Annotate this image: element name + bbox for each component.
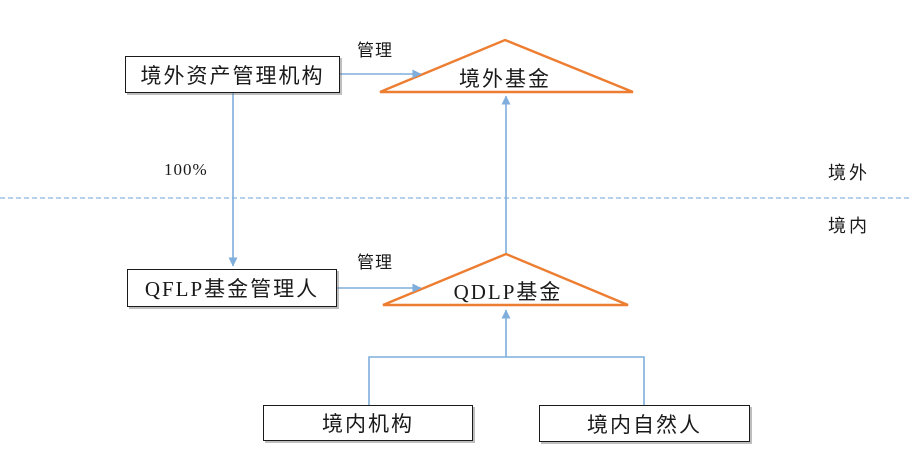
- manage-label-offshore: 管理: [357, 41, 393, 60]
- qdlp-fund-triangle: [382, 252, 629, 307]
- offshore-asset-manager-box: 境外资产管理机构: [125, 56, 340, 93]
- domestic-investors-connector: [368, 356, 645, 405]
- qdlp-fund-label: QDLP基金: [453, 280, 563, 304]
- offshore-fund-triangle: [379, 38, 634, 94]
- domestic-institution-box: 境内机构: [263, 405, 473, 441]
- offshore-region-label: 境外: [828, 163, 870, 183]
- manage-label-qdlp: 管理: [357, 253, 393, 272]
- onshore-region-label: 境内: [828, 216, 870, 236]
- domestic-individual-box: 境内自然人: [539, 405, 750, 442]
- offshore-fund-label: 境外基金: [459, 67, 551, 91]
- qflp-fund-manager-box: QFLP基金管理人: [127, 269, 337, 307]
- ownership-percentage-label: 100%: [164, 160, 208, 179]
